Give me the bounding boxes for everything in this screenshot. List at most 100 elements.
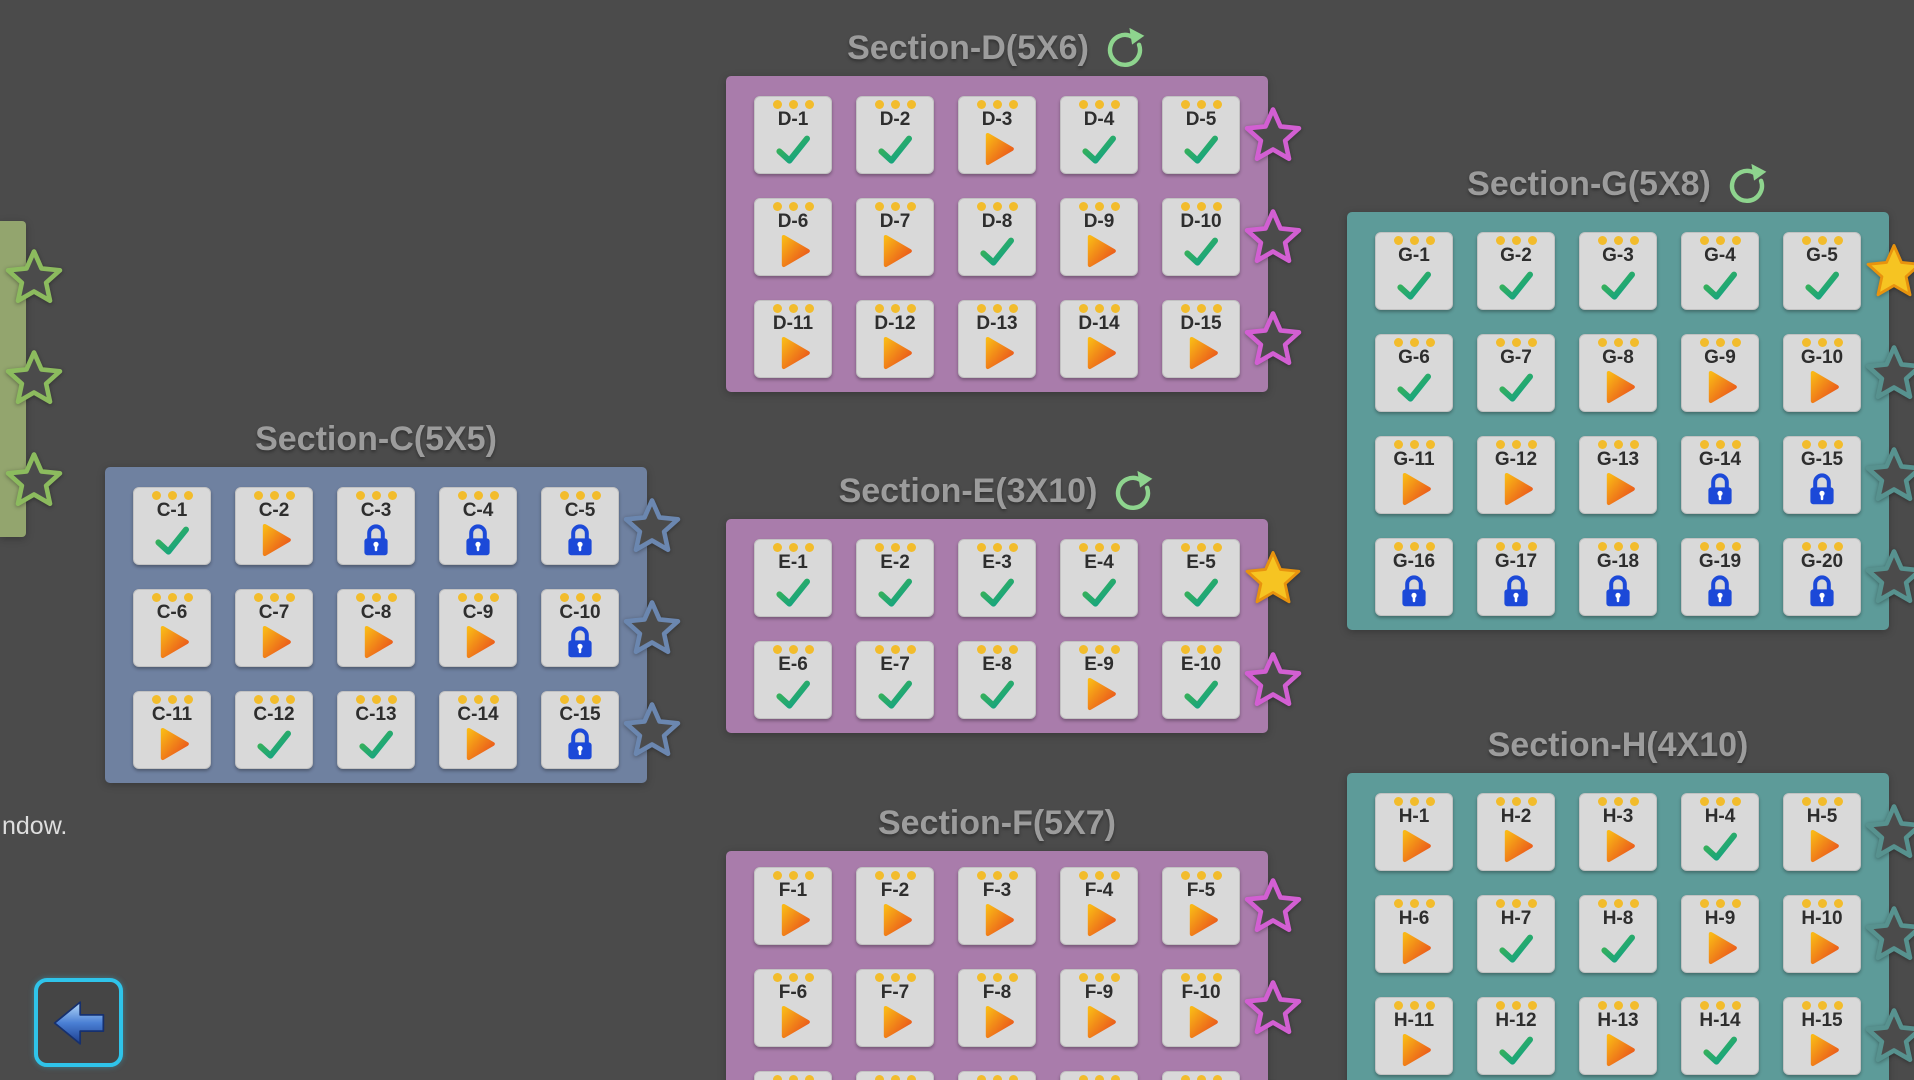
level-tile-d-2[interactable]: D-2 [856, 96, 934, 174]
level-tile-e-10[interactable]: E-10 [1162, 641, 1240, 719]
level-tile-g-19[interactable]: G-19 [1681, 538, 1759, 616]
level-tile-h-15[interactable]: H-15 [1783, 997, 1861, 1075]
level-tile-d-4[interactable]: D-4 [1060, 96, 1138, 174]
level-tile-g-13[interactable]: G-13 [1579, 436, 1657, 514]
level-tile-h-6[interactable]: H-6 [1375, 895, 1453, 973]
level-tile-h-3[interactable]: H-3 [1579, 793, 1657, 871]
level-tile-h-13[interactable]: H-13 [1579, 997, 1657, 1075]
level-tile-g-4[interactable]: G-4 [1681, 232, 1759, 310]
level-tile-f-10[interactable]: F-10 [1162, 969, 1240, 1047]
level-tile-h-14[interactable]: H-14 [1681, 997, 1759, 1075]
level-tile-e-1[interactable]: E-1 [754, 539, 832, 617]
level-tile-e-5[interactable]: E-5 [1162, 539, 1240, 617]
level-tile-g-5[interactable]: G-5 [1783, 232, 1861, 310]
level-tile-c-3[interactable]: C-3 [337, 487, 415, 565]
level-tile-f-4[interactable]: F-4 [1060, 867, 1138, 945]
level-tile-f-13[interactable]: F-13 [958, 1071, 1036, 1080]
level-tile-g-10[interactable]: G-10 [1783, 334, 1861, 412]
level-tile-f-1[interactable]: F-1 [754, 867, 832, 945]
level-tile-g-14[interactable]: G-14 [1681, 436, 1759, 514]
level-tile-d-12[interactable]: D-12 [856, 300, 934, 378]
level-tile-d-15[interactable]: D-15 [1162, 300, 1240, 378]
refresh-icon[interactable] [1111, 470, 1155, 514]
level-tile-c-8[interactable]: C-8 [337, 589, 415, 667]
level-tile-d-5[interactable]: D-5 [1162, 96, 1240, 174]
level-tile-f-2[interactable]: F-2 [856, 867, 934, 945]
level-tile-d-1[interactable]: D-1 [754, 96, 832, 174]
check-icon [152, 520, 192, 560]
refresh-icon[interactable] [1725, 163, 1769, 207]
level-tile-d-14[interactable]: D-14 [1060, 300, 1138, 378]
level-tile-e-3[interactable]: E-3 [958, 539, 1036, 617]
level-tile-g-8[interactable]: G-8 [1579, 334, 1657, 412]
level-tile-h-7[interactable]: H-7 [1477, 895, 1555, 973]
level-tile-g-18[interactable]: G-18 [1579, 538, 1657, 616]
level-tile-c-1[interactable]: C-1 [133, 487, 211, 565]
tile-label: G-10 [1800, 347, 1844, 368]
tile-pips [1682, 797, 1758, 806]
level-tile-f-7[interactable]: F-7 [856, 969, 934, 1047]
level-tile-e-4[interactable]: E-4 [1060, 539, 1138, 617]
tile-label: F-4 [1084, 880, 1114, 901]
level-tile-c-13[interactable]: C-13 [337, 691, 415, 769]
level-tile-c-12[interactable]: C-12 [235, 691, 313, 769]
level-tile-d-6[interactable]: D-6 [754, 198, 832, 276]
level-tile-g-15[interactable]: G-15 [1783, 436, 1861, 514]
level-tile-g-7[interactable]: G-7 [1477, 334, 1555, 412]
level-tile-h-1[interactable]: H-1 [1375, 793, 1453, 871]
level-tile-h-5[interactable]: H-5 [1783, 793, 1861, 871]
level-tile-e-8[interactable]: E-8 [958, 641, 1036, 719]
level-tile-d-9[interactable]: D-9 [1060, 198, 1138, 276]
level-tile-d-11[interactable]: D-11 [754, 300, 832, 378]
level-tile-h-10[interactable]: H-10 [1783, 895, 1861, 973]
level-tile-c-14[interactable]: C-14 [439, 691, 517, 769]
level-tile-e-7[interactable]: E-7 [856, 641, 934, 719]
level-tile-e-9[interactable]: E-9 [1060, 641, 1138, 719]
level-tile-d-10[interactable]: D-10 [1162, 198, 1240, 276]
refresh-icon[interactable] [1103, 27, 1147, 71]
level-tile-g-11[interactable]: G-11 [1375, 436, 1453, 514]
level-tile-g-9[interactable]: G-9 [1681, 334, 1759, 412]
level-tile-c-5[interactable]: C-5 [541, 487, 619, 565]
level-tile-e-6[interactable]: E-6 [754, 641, 832, 719]
level-tile-h-8[interactable]: H-8 [1579, 895, 1657, 973]
level-tile-f-9[interactable]: F-9 [1060, 969, 1138, 1047]
level-tile-d-3[interactable]: D-3 [958, 96, 1036, 174]
level-tile-d-13[interactable]: D-13 [958, 300, 1036, 378]
level-tile-g-20[interactable]: G-20 [1783, 538, 1861, 616]
level-tile-g-2[interactable]: G-2 [1477, 232, 1555, 310]
level-tile-c-11[interactable]: C-11 [133, 691, 211, 769]
level-tile-c-10[interactable]: C-10 [541, 589, 619, 667]
level-tile-f-15[interactable]: F-15 [1162, 1071, 1240, 1080]
level-tile-g-3[interactable]: G-3 [1579, 232, 1657, 310]
level-tile-d-8[interactable]: D-8 [958, 198, 1036, 276]
level-tile-h-11[interactable]: H-11 [1375, 997, 1453, 1075]
level-tile-h-2[interactable]: H-2 [1477, 793, 1555, 871]
level-tile-g-12[interactable]: G-12 [1477, 436, 1555, 514]
level-tile-e-2[interactable]: E-2 [856, 539, 934, 617]
back-button[interactable] [34, 978, 123, 1067]
level-tile-f-14[interactable]: F-14 [1060, 1071, 1138, 1080]
level-tile-f-8[interactable]: F-8 [958, 969, 1036, 1047]
level-tile-g-17[interactable]: G-17 [1477, 538, 1555, 616]
level-tile-c-4[interactable]: C-4 [439, 487, 517, 565]
level-tile-d-7[interactable]: D-7 [856, 198, 934, 276]
level-tile-g-6[interactable]: G-6 [1375, 334, 1453, 412]
level-tile-c-6[interactable]: C-6 [133, 589, 211, 667]
level-tile-h-4[interactable]: H-4 [1681, 793, 1759, 871]
level-tile-h-12[interactable]: H-12 [1477, 997, 1555, 1075]
level-tile-c-7[interactable]: C-7 [235, 589, 313, 667]
level-tile-c-15[interactable]: C-15 [541, 691, 619, 769]
level-tile-f-3[interactable]: F-3 [958, 867, 1036, 945]
level-tile-h-9[interactable]: H-9 [1681, 895, 1759, 973]
level-tile-c-9[interactable]: C-9 [439, 589, 517, 667]
level-tile-c-2[interactable]: C-2 [235, 487, 313, 565]
level-tile-f-11[interactable]: F-11 [754, 1071, 832, 1080]
tile-label: F-10 [1181, 982, 1221, 1003]
level-tile-g-1[interactable]: G-1 [1375, 232, 1453, 310]
tile-pips [1580, 797, 1656, 806]
level-tile-f-12[interactable]: F-12 [856, 1071, 934, 1080]
level-tile-f-6[interactable]: F-6 [754, 969, 832, 1047]
level-tile-f-5[interactable]: F-5 [1162, 867, 1240, 945]
level-tile-g-16[interactable]: G-16 [1375, 538, 1453, 616]
